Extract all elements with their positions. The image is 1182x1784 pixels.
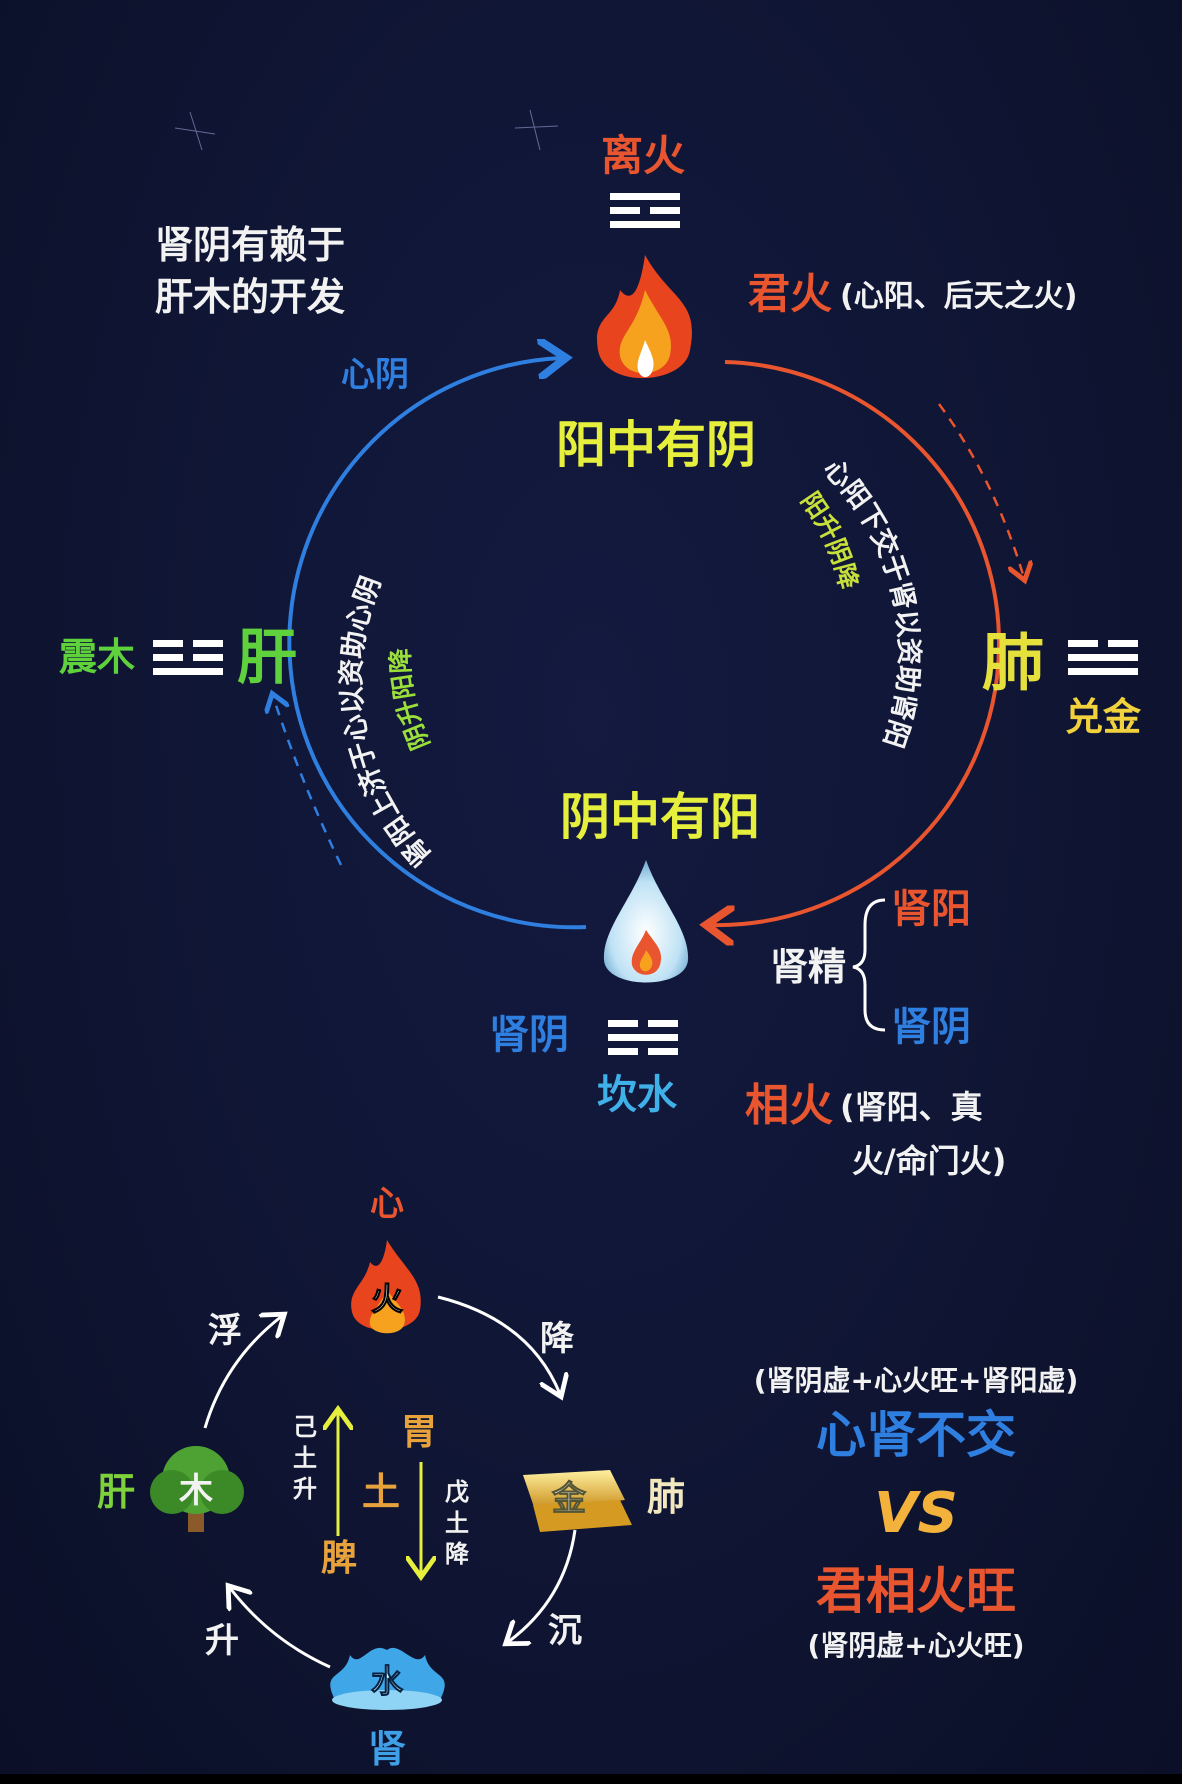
wood-element-label: 木 bbox=[178, 1471, 213, 1511]
li-fire-label: 离火 bbox=[601, 131, 685, 180]
zhen-trigram-icon bbox=[153, 640, 223, 675]
lung-label: 肺 bbox=[982, 626, 1044, 699]
stomach-label: 胃 bbox=[401, 1412, 437, 1453]
ji-char-1: 己 bbox=[293, 1413, 317, 1441]
xin-yin-label: 心阴 bbox=[341, 355, 409, 395]
bottom-liver-label: 肝 bbox=[97, 1470, 135, 1514]
spleen-label: 脾 bbox=[321, 1538, 357, 1579]
note-line-2: 肝木的开发 bbox=[155, 275, 345, 319]
wu-char-3: 降 bbox=[445, 1540, 470, 1568]
yin-with-yang-label: 阴中有阳 bbox=[560, 788, 760, 846]
condition-1: (肾阴虚+心火旺+肾阳虚) bbox=[754, 1364, 1079, 1397]
left-inner-text: 阴升阳降 bbox=[386, 647, 436, 754]
float-label: 浮 bbox=[208, 1311, 242, 1351]
blue-dashed-arrow bbox=[273, 696, 343, 866]
red-dashed-arrow bbox=[937, 403, 1024, 578]
metal-element-label: 金 bbox=[551, 1479, 587, 1519]
jun-fire-note: (心阳、后天之火) bbox=[840, 279, 1077, 314]
dui-metal-label: 兑金 bbox=[1065, 695, 1142, 739]
wu-char-1: 戊 bbox=[445, 1478, 469, 1506]
monarch-minister-fire-title: 君相火旺 bbox=[816, 1562, 1016, 1620]
xiang-fire-note-1: (肾阳、真 bbox=[840, 1088, 983, 1126]
kan-trigram-icon bbox=[608, 1020, 678, 1055]
kidney-yin-branch: 肾阴 bbox=[891, 1004, 971, 1050]
kan-water-label: 坎水 bbox=[597, 1072, 678, 1118]
jun-fire-label: 君火 bbox=[748, 269, 832, 318]
fire-icon bbox=[597, 255, 692, 379]
fire-element-label: 火 bbox=[371, 1280, 403, 1318]
bottom-lung-label: 肺 bbox=[647, 1475, 685, 1519]
liver-label: 肝 bbox=[237, 623, 297, 693]
xiang-fire-note-2: 火/命门火) bbox=[852, 1142, 1006, 1180]
xiang-fire-label: 相火 bbox=[745, 1080, 833, 1131]
sink-label: 沉 bbox=[548, 1611, 582, 1651]
yang-with-yin-label: 阳中有阴 bbox=[556, 416, 756, 474]
earth-label: 土 bbox=[362, 1470, 400, 1514]
kidney-essence-label: 肾精 bbox=[770, 945, 846, 989]
note-line-1: 肾阴有赖于 bbox=[155, 223, 345, 267]
heart-kidney-disconnect-title: 心肾不交 bbox=[816, 1406, 1016, 1464]
kidney-yin-label: 肾阴 bbox=[489, 1012, 569, 1058]
gold-bars-icon bbox=[523, 1470, 632, 1532]
wu-char-2: 土 bbox=[445, 1509, 469, 1537]
fire-element-icon bbox=[351, 1240, 421, 1334]
brace-icon bbox=[852, 898, 886, 1032]
red-descending-arc bbox=[710, 360, 1002, 925]
zhen-wood-label: 震木 bbox=[59, 635, 135, 679]
descend-arrow bbox=[437, 1295, 560, 1394]
rise-label: 升 bbox=[205, 1621, 239, 1661]
vs-badge: VS bbox=[874, 1481, 958, 1546]
descend-label: 降 bbox=[540, 1319, 575, 1359]
float-arrow bbox=[203, 1316, 282, 1429]
sink-arrow bbox=[508, 1529, 577, 1642]
rise-arrow bbox=[230, 1588, 331, 1669]
ji-char-2: 土 bbox=[293, 1444, 317, 1472]
water-element-label: 水 bbox=[371, 1662, 404, 1700]
kidney-yang-branch: 肾阳 bbox=[891, 886, 971, 932]
dui-trigram-icon bbox=[1068, 640, 1138, 675]
bottom-bar bbox=[0, 1774, 1182, 1784]
water-drop-icon bbox=[603, 860, 689, 983]
bottom-kidney-label: 肾 bbox=[368, 1727, 406, 1771]
li-trigram-icon bbox=[610, 193, 680, 228]
star-decorations bbox=[174, 109, 559, 151]
right-arc-text: 心阳下交于肾以资助肾阳 bbox=[817, 453, 924, 751]
ji-char-3: 升 bbox=[293, 1475, 317, 1503]
condition-2: (肾阴虚+心火旺) bbox=[807, 1629, 1024, 1662]
water-splash-icon bbox=[330, 1647, 445, 1710]
heart-label: 心 bbox=[370, 1184, 404, 1224]
tree-icon bbox=[150, 1446, 244, 1532]
blue-ascending-arc bbox=[287, 358, 587, 930]
